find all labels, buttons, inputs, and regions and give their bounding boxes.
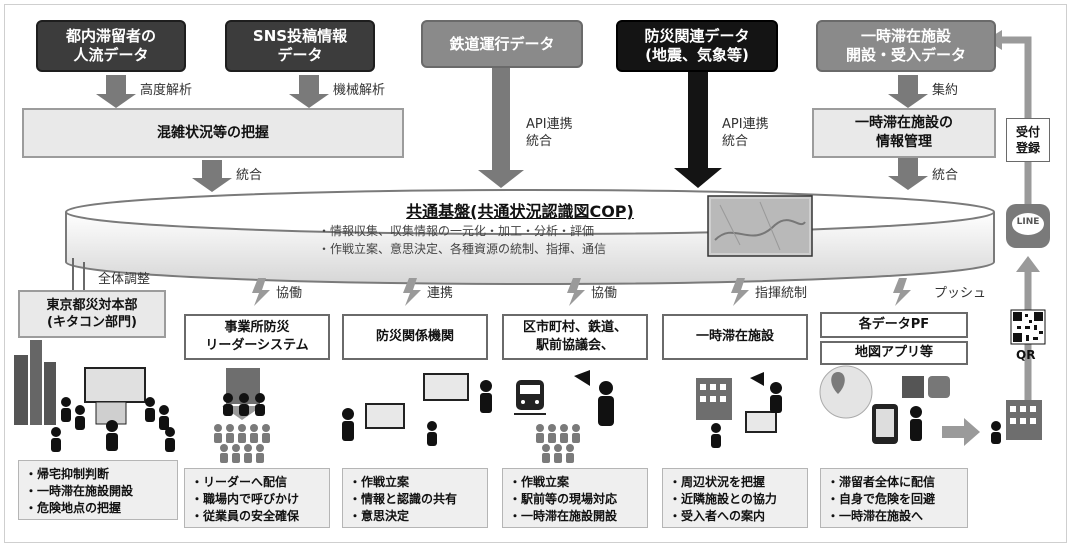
bullet-item: ・一時滞在施設開設 [509, 509, 618, 523]
label-advanced-analysis: 高度解析 [140, 83, 193, 98]
actor-data-pf: 各データPF [820, 312, 968, 338]
congestion-box: 混雑状況等の把握 [22, 108, 404, 158]
bullets-leader: ・リーダーへ配信 ・職場内で呼びかけ ・従業員の安全確保 [184, 468, 330, 528]
bullet-item: ・作戦立案 [349, 475, 410, 489]
source-people-flow: 都内滞留者の 人流データ [36, 20, 186, 72]
bullet-item: ・従業員の安全確保 [191, 509, 300, 523]
bolt-2 [403, 278, 421, 306]
actor-municipal: 区市町村、鉄道、 駅前協議会、 [502, 314, 648, 360]
source-sns: SNS投稿情報 データ [225, 20, 375, 72]
arrow-shelter-data [888, 75, 928, 108]
qr-code-icon [1010, 309, 1046, 345]
bolt-3 [567, 278, 585, 306]
bullets-municipal: ・作戦立案 ・駅前等の現場対応 ・一時滞在施設開設 [502, 468, 648, 528]
hq-connector [72, 258, 85, 290]
line-label: LINE [1016, 217, 1040, 227]
link-label-3: 協働 [591, 286, 618, 301]
bullet-item: ・帰宅抑制判断 [25, 467, 110, 481]
bullet-item: ・危険地点の把握 [25, 501, 122, 515]
leader-building-scene [214, 368, 270, 463]
municipal-scene [514, 370, 614, 463]
arrow-to-building [942, 418, 980, 446]
link-label-1: 協働 [276, 286, 303, 301]
reception-registration-box: 受付 登録 [1006, 118, 1050, 162]
actor-leader-system: 事業所防災 リーダーシステム [184, 314, 330, 360]
bullet-item: ・作戦立案 [509, 475, 570, 489]
bullet-item: ・自身で危険を回避 [827, 492, 936, 506]
link-label-5: プッシュ [934, 286, 987, 301]
bullet-item: ・一時滞在施設開設 [25, 484, 134, 498]
evac-building-icon [991, 400, 1042, 444]
overall-adjustment-label: 全体調整 [98, 272, 151, 287]
bullets-hq: ・帰宅抑制判断 ・一時滞在施設開設 ・危険地点の把握 [18, 460, 178, 520]
label-aggregate: 集約 [932, 83, 959, 98]
bolt-5 [893, 278, 911, 306]
bullet-item: ・受入者への案内 [669, 509, 766, 523]
label-api-railway: API連携 統合 [526, 117, 573, 149]
source-disaster: 防災関連データ (地震、気象等) [616, 20, 778, 72]
label-integrate-right: 統合 [932, 168, 959, 183]
pf-scene [819, 365, 950, 444]
label-machine-analysis: 機械解析 [333, 83, 386, 98]
label-api-disaster: API連携 統合 [722, 117, 769, 149]
bullet-item: ・周辺状況を把握 [669, 475, 766, 489]
cop-title: 共通基盤(共通状況認識図COP) [406, 202, 634, 221]
bolt-4 [731, 278, 749, 306]
label-integrate-left: 統合 [236, 168, 263, 183]
line-icon [1006, 204, 1050, 248]
arrow-shelter-mgmt [888, 158, 928, 190]
arrow-sns [289, 75, 329, 108]
arrow-up-line [1016, 256, 1040, 272]
actor-shelter: 一時滞在施設 [662, 314, 808, 360]
bullet-item: ・滞留者全体に配信 [827, 475, 936, 489]
source-arrows [96, 65, 928, 192]
actor-map-app: 地図アプリ等 [820, 341, 968, 365]
diagram-frame [4, 4, 1067, 543]
hq-box: 東京都災対本部 (キタコン部門) [18, 290, 166, 338]
hq-meeting-scene [14, 340, 175, 452]
bullet-item: ・職場内で呼びかけ [191, 492, 300, 506]
agencies-scene [342, 373, 492, 446]
cop-line-2: ・作戦立案、意思決定、各種資源の統制、指揮、通信 [318, 242, 607, 256]
qr-label: QR [1016, 348, 1036, 362]
bolt-1 [252, 278, 270, 306]
bullet-item: ・情報と認識の共有 [349, 492, 458, 506]
bullets-pf: ・滞留者全体に配信 ・自身で危険を回避 ・一時滞在施設へ [820, 468, 968, 528]
bullet-item: ・駅前等の現場対応 [509, 492, 618, 506]
bullet-item: ・近隣施設との協力 [669, 492, 777, 506]
link-label-2: 連携 [427, 286, 454, 301]
source-shelter-data: 一時滞在施設 開設・受入データ [816, 20, 996, 72]
cop-map-thumbnail [707, 195, 813, 257]
bullets-agencies: ・作戦立案 ・情報と認識の共有 ・意思決定 [342, 468, 488, 528]
actor-agencies: 防災関係機関 [342, 314, 488, 360]
source-railway: 鉄道運行データ [421, 20, 583, 68]
shelter-scene [696, 372, 782, 448]
arrow-people-flow [96, 75, 136, 108]
arrow-railway [478, 65, 524, 188]
bullet-item: ・一時滞在施設へ [827, 509, 924, 523]
bullet-item: ・リーダーへ配信 [191, 475, 288, 489]
shelter-management-box: 一時滞在施設の 情報管理 [812, 108, 996, 158]
bullets-shelter: ・周辺状況を把握 ・近隣施設との協力 ・受入者への案内 [662, 468, 808, 528]
bullet-item: ・意思決定 [349, 509, 410, 523]
link-label-4: 指揮統制 [755, 286, 808, 301]
link-bolts [252, 278, 911, 306]
arrow-congestion [192, 160, 232, 192]
cop-line-1: ・情報収集、収集情報の一元化・加工・分析・評価 [318, 224, 595, 238]
arrow-disaster [674, 70, 722, 188]
